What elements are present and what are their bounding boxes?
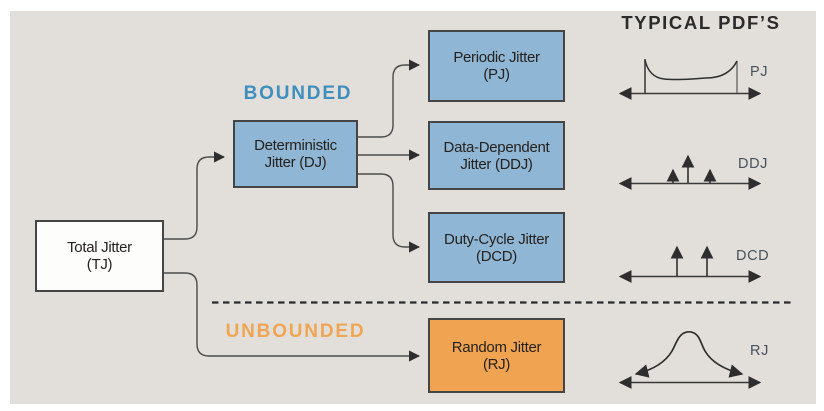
pdf-label-rj: RJ <box>750 343 769 359</box>
pdf-label-ddj: DDJ <box>738 156 768 172</box>
connector-tj-to-rj <box>164 272 421 362</box>
pdf-label-pj: PJ <box>750 64 769 80</box>
unbounded-group-label: UNBOUNDED <box>225 321 366 342</box>
node-random-jitter: Random Jitter (RJ) <box>428 318 565 393</box>
node-duty-cycle-jitter-line1: Duty-Cycle Jitter <box>444 230 549 248</box>
node-random-jitter-line2: (RJ) <box>482 355 511 373</box>
pdf-sketch-rj <box>618 331 762 389</box>
node-deterministic-jitter-line2: Jitter (DJ) <box>264 154 327 171</box>
node-total-jitter-line1: Total Jitter <box>67 239 132 256</box>
connector-dj-to-dcd <box>358 173 421 253</box>
pdf-sketch-dcd <box>618 245 762 283</box>
node-data-dependent-jitter-line1: Data-Dependent <box>443 138 550 156</box>
node-deterministic-jitter: Deterministic Jitter (DJ) <box>233 120 358 188</box>
node-total-jitter: Total Jitter (TJ) <box>35 220 164 292</box>
pdf-sketch-pj <box>618 59 762 100</box>
pdf-label-dcd: DCD <box>736 248 770 264</box>
pdf-sketch-ddj <box>618 154 762 190</box>
node-random-jitter-line1: Random Jitter <box>451 338 542 356</box>
node-duty-cycle-jitter-line2: (DCD) <box>476 247 517 265</box>
node-total-jitter-line2: (TJ) <box>86 256 113 273</box>
connector-dj-to-pj <box>358 59 421 138</box>
diagram-panel <box>10 11 816 404</box>
connector-tj-to-dj <box>164 151 226 240</box>
typical-pdfs-title: TYPICAL PDF’S <box>621 12 781 33</box>
node-periodic-jitter: Periodic Jitter (PJ) <box>428 30 565 102</box>
node-duty-cycle-jitter: Duty-Cycle Jitter (DCD) <box>428 212 565 283</box>
bounded-group-label: BOUNDED <box>243 83 353 104</box>
node-periodic-jitter-line1: Periodic Jitter <box>453 49 540 66</box>
node-deterministic-jitter-line1: Deterministic <box>254 137 337 154</box>
node-data-dependent-jitter-line2: Jitter (DDJ) <box>460 155 533 173</box>
node-data-dependent-jitter: Data-Dependent Jitter (DDJ) <box>428 121 565 190</box>
node-periodic-jitter-line2: (PJ) <box>483 66 510 83</box>
